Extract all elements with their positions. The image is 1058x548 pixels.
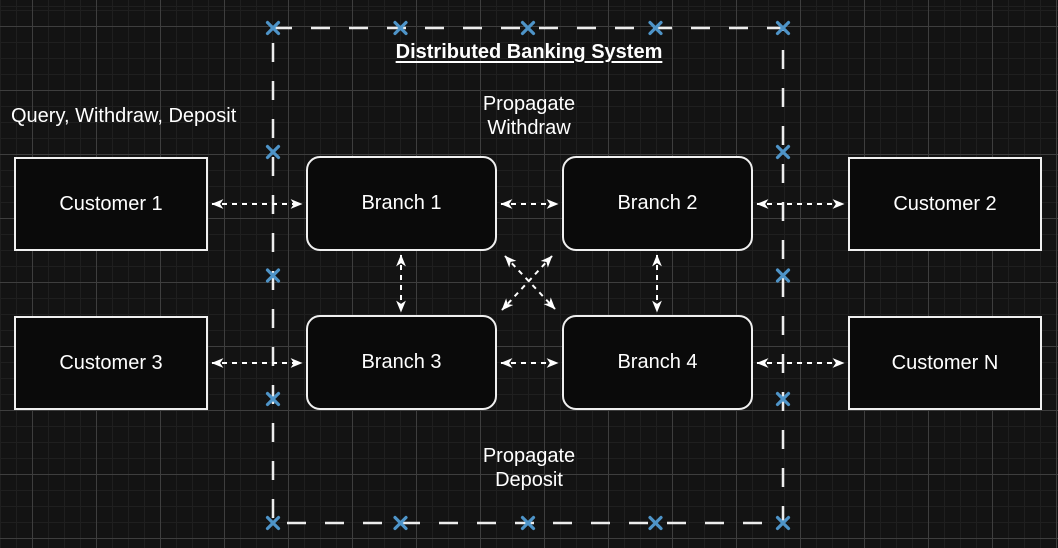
connection-handle[interactable] — [265, 144, 281, 160]
edge-branch1-branch4[interactable] — [504, 255, 556, 310]
node-customer-3[interactable]: Customer 3 — [14, 316, 208, 410]
node-customer-1[interactable]: Customer 1 — [14, 157, 208, 251]
connection-handle[interactable] — [775, 144, 791, 160]
node-branch-3-label: Branch 3 — [361, 351, 442, 373]
propagate-withdraw-label[interactable]: Propagate Withdraw — [429, 92, 629, 140]
node-branch-1[interactable]: Branch 1 — [306, 156, 497, 251]
operations-label[interactable]: Query, Withdraw, Deposit — [11, 105, 237, 127]
diagram-title[interactable]: Distributed Banking System — [395, 41, 663, 63]
node-branch-3[interactable]: Branch 3 — [306, 315, 497, 410]
node-branch-4[interactable]: Branch 4 — [562, 315, 753, 410]
propagate-withdraw-line1: Propagate — [482, 93, 576, 115]
propagate-deposit-line2: Deposit — [495, 469, 563, 491]
node-customer-n-label: Customer N — [891, 351, 999, 374]
node-branch-2-label: Branch 2 — [617, 192, 698, 214]
propagate-deposit-label[interactable]: Propagate Deposit — [429, 444, 629, 492]
node-customer-n[interactable]: Customer N — [848, 316, 1042, 410]
node-customer-2-label: Customer 2 — [893, 192, 997, 215]
connection-handle[interactable] — [520, 20, 536, 36]
connection-handle[interactable] — [648, 515, 663, 531]
propagate-withdraw-line2: Withdraw — [487, 117, 571, 139]
node-branch-4-label: Branch 4 — [617, 351, 698, 373]
node-branch-2[interactable]: Branch 2 — [562, 156, 753, 251]
connection-handle[interactable] — [265, 515, 281, 531]
node-customer-1-label: Customer 1 — [59, 192, 163, 215]
propagate-deposit-line1: Propagate — [482, 445, 576, 467]
node-customer-3-label: Customer 3 — [59, 351, 163, 374]
node-customer-2[interactable]: Customer 2 — [848, 157, 1042, 251]
edge-branch2-branch3[interactable] — [501, 255, 553, 311]
node-branch-1-label: Branch 1 — [361, 192, 442, 214]
